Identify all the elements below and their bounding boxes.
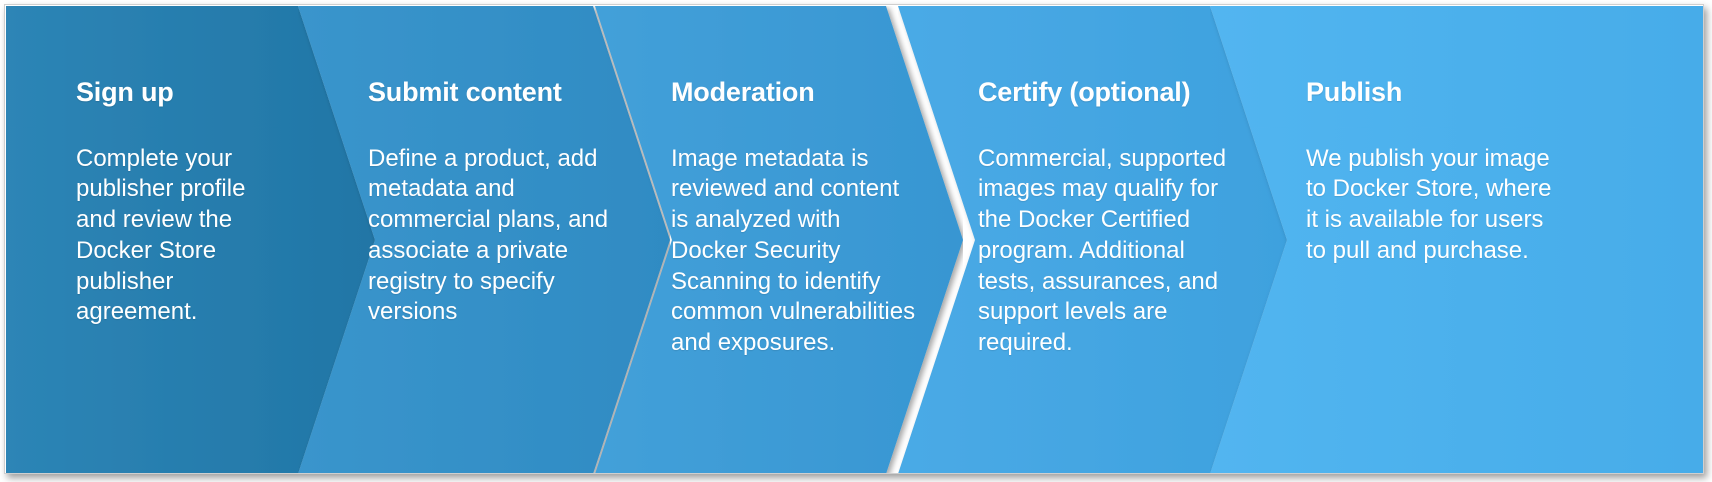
chevron-strip: Sign up Complete your publisher profile … [6, 6, 1703, 473]
chevron-step-1[interactable]: Sign up Complete your publisher profile … [6, 6, 375, 473]
chevron-step-3-content: Moderation Image metadata is reviewed an… [671, 6, 916, 473]
chevron-shape-5 [1210, 6, 1703, 473]
step-title: Submit content [368, 77, 562, 107]
chevron-shape-4 [898, 6, 1287, 473]
step-body: Commercial, supported images may qualify… [978, 144, 1227, 356]
chevron-shape-2 [298, 6, 670, 473]
chevron-step-2-content: Submit content Define a product, add met… [368, 6, 613, 473]
diagram-frame-border: Sign up Complete your publisher profile … [4, 4, 1704, 474]
chevron-step-4[interactable]: Certify (optional) Commercial, supported… [898, 6, 1287, 473]
step-title: Sign up [76, 77, 174, 107]
step-title: Moderation [671, 77, 815, 107]
chevron-shape-3 [595, 6, 963, 473]
step-body: Complete your publisher profile and revi… [76, 144, 246, 326]
step-title: Certify (optional) [978, 77, 1191, 107]
chevron-step-2[interactable]: Submit content Define a product, add met… [298, 6, 670, 473]
chevron-step-3[interactable]: Moderation Image metadata is reviewed an… [595, 6, 963, 473]
chevron-shape-1 [6, 6, 375, 473]
chevron-step-5-content: Publish We publish your image to Docker … [1306, 6, 1556, 473]
chevron-step-1-content: Sign up Complete your publisher profile … [76, 6, 291, 473]
step-title: Publish [1306, 77, 1403, 107]
step-body: Define a product, add metadata and comme… [368, 144, 609, 326]
step-body: Image metadata is reviewed and content i… [671, 144, 916, 356]
step-body: We publish your image to Docker Store, w… [1306, 144, 1552, 264]
chevron-step-5[interactable]: Publish We publish your image to Docker … [1210, 6, 1703, 473]
chevron-step-4-content: Certify (optional) Commercial, supported… [978, 6, 1228, 473]
